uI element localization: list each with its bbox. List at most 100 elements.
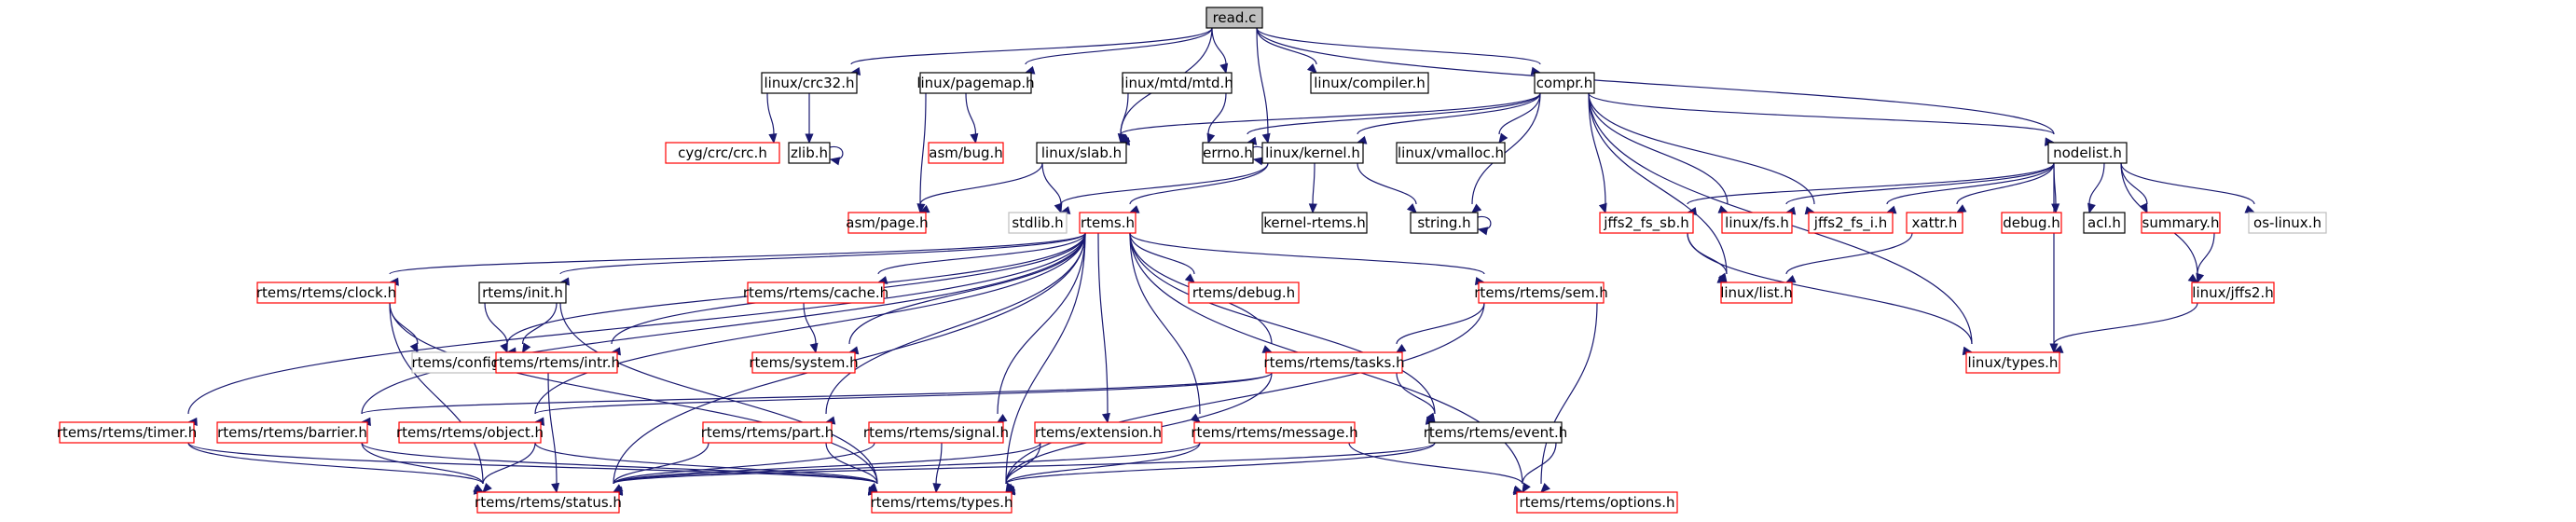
node-rtypes[interactable]: rtems/rtems/types.h [870,491,1013,514]
node-options[interactable]: rtems/rtems/options.h [1516,491,1678,514]
edge-rtems-to-rdebug [1129,232,1195,283]
edge-line [613,442,1201,485]
node-box [2141,212,2221,234]
node-clock[interactable]: rtems/rtems/clock.h [256,282,396,304]
node-fsi[interactable]: jffs2_fs_i.h [1808,212,1894,234]
node-slab[interactable]: linux/slab.h [1036,142,1127,164]
node-box [2083,212,2126,234]
node-pagemap[interactable]: linux/pagemap.h [916,72,1035,94]
edge-line [534,372,1273,415]
node-errno[interactable]: errno.h [1202,142,1254,164]
node-read-c[interactable]: read.c [1205,7,1263,29]
edge-arrowhead [1184,273,1195,283]
edge-arrowhead [1128,205,1140,213]
node-stringh[interactable]: string.h [1410,212,1479,234]
node-box [1310,72,1429,94]
edge-line [919,92,927,205]
node-intr[interactable]: rtems/rtems/intr.h [493,351,620,374]
node-status[interactable]: rtems/rtems/status.h [475,491,622,514]
edge-sem-to-tasks [1395,302,1485,353]
node-vmalloc[interactable]: linux/vmalloc.h [1396,142,1506,164]
edge-line [1211,27,1227,65]
edge-init-to-intr [521,302,558,354]
node-box [1410,212,1479,234]
edge-crc32-to-cygcrc [766,92,778,144]
node-lkernel[interactable]: linux/kernel.h [1261,142,1364,164]
edge-line [825,442,878,485]
node-box [1599,212,1694,234]
node-extension[interactable]: rtems/extension.h [1034,421,1163,444]
node-crc32[interactable]: linux/crc32.h [761,72,858,94]
node-xattr[interactable]: xattr.h [1906,212,1963,234]
node-label: acl.h [2087,214,2121,231]
edge-line [1120,92,1541,135]
node-llist[interactable]: linux/list.h [1720,282,1793,304]
node-stdlib[interactable]: stdlib.h [1008,212,1068,234]
edge-line [1120,92,1129,135]
edge-arrowhead [500,342,508,354]
node-part[interactable]: rtems/rtems/part.h [701,421,834,444]
edge-line [389,302,484,485]
edge-line [1005,232,1086,485]
node-asmbug[interactable]: asm/bug.h [928,142,1004,164]
edge-line [1687,232,1728,275]
node-label: debug.h [2003,214,2060,231]
node-zlib[interactable]: zlib.h [788,142,831,164]
node-box [1516,491,1678,514]
node-event[interactable]: rtems/rtems/event.h [1424,421,1568,444]
edge-read-c-to-pagemap [1024,27,1213,75]
node-box [751,351,856,374]
node-asmpage[interactable]: asm/page.h [846,212,929,234]
edge-timer-to-status [187,442,485,495]
node-compiler[interactable]: linux/compiler.h [1310,72,1429,94]
node-timer[interactable]: rtems/rtems/timer.h [57,421,197,444]
node-sb[interactable]: jffs2_fs_sb.h [1599,212,1694,234]
node-signal[interactable]: rtems/rtems/signal.h [863,421,1009,444]
node-cygcrc[interactable]: cyg/crc/crc.h [665,142,780,164]
edge-arrowhead [916,203,926,214]
node-summary[interactable]: summary.h [2141,212,2221,234]
node-ltypes[interactable]: linux/types.h [1965,351,2060,374]
node-mtd[interactable]: linux/mtd/mtd.h [1121,72,1233,94]
node-acl[interactable]: acl.h [2083,212,2126,234]
node-rtems[interactable]: rtems.h [1079,212,1136,234]
node-tasks[interactable]: rtems/rtems/tasks.h [1263,351,1405,374]
node-config[interactable]: rtems/config.h [411,351,514,374]
node-fsh[interactable]: linux/fs.h [1721,212,1793,234]
edge-nodelist-to-sb [1686,162,2055,216]
node-rdebug[interactable]: rtems/debug.h [1188,282,1300,304]
node-debug[interactable]: debug.h [2001,212,2062,234]
node-nodelist[interactable]: nodelist.h [2047,142,2128,164]
edge-arrowhead [1308,203,1317,214]
edge-rtems-to-timer [186,232,1086,426]
node-barrier[interactable]: rtems/rtems/barrier.h [216,421,368,444]
node-box [216,421,368,444]
node-oslinux[interactable]: os-linux.h [2248,212,2327,234]
node-sem[interactable]: rtems/rtems/sem.h [1474,282,1608,304]
edge-arrowhead [805,133,814,144]
node-object[interactable]: rtems/rtems/object.h [396,421,544,444]
node-cache[interactable]: rtems/rtems/cache.h [743,282,889,304]
node-label: rtems/rtems/intr.h [493,354,620,371]
edge-arrowhead [1261,132,1271,144]
edge-arrowhead [1598,202,1607,214]
node-label: linux/jffs2.h [2192,284,2273,301]
node-label: rtems/debug.h [1192,284,1295,301]
node-box [2001,212,2062,234]
node-label: nodelist.h [2053,144,2122,161]
node-box [919,72,1032,94]
node-ljffs2[interactable]: linux/jffs2.h [2191,282,2275,304]
node-message[interactable]: rtems/rtems/message.h [1191,421,1358,444]
edge-line [1477,215,1492,230]
node-system[interactable]: rtems/system.h [749,351,859,374]
node-kernelrtems[interactable]: kernel-rtems.h [1261,212,1368,234]
node-compr[interactable]: compr.h [1534,72,1595,94]
edge-arrowhead [1717,205,1729,213]
node-box [1396,142,1506,164]
node-box [928,142,1004,164]
edge-line [1005,302,1485,485]
node-init[interactable]: rtems/init.h [478,282,567,304]
edge-line [1886,162,2055,205]
node-label: linux/pagemap.h [916,75,1034,91]
edge-intr-to-status [547,372,560,494]
